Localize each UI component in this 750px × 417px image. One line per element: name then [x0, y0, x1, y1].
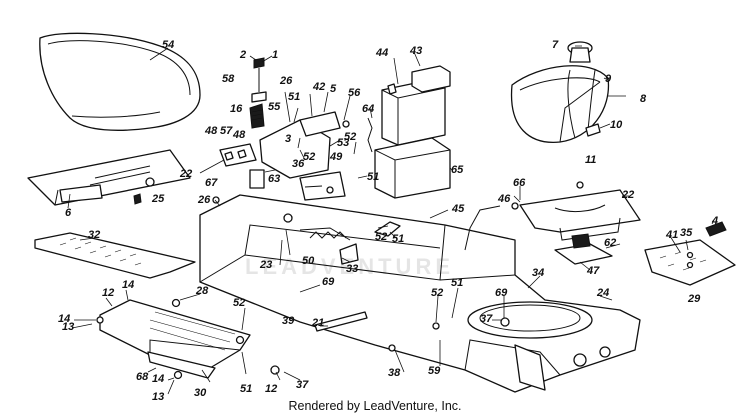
callout-2: 2: [239, 49, 246, 61]
callout-14-lower: 14: [152, 373, 164, 385]
callout-41: 41: [665, 229, 678, 241]
callout-13-lower: 13: [152, 391, 164, 403]
callout-42: 42: [312, 81, 325, 93]
callout-50: 50: [302, 255, 315, 267]
callout-7: 7: [552, 39, 559, 51]
leader-lines: [67, 45, 715, 395]
callout-8: 8: [640, 93, 647, 105]
seat-mounting-plate: [27, 149, 191, 206]
callout-65: 65: [451, 164, 464, 176]
callout-14-mid: 14: [58, 313, 70, 325]
callout-54: 54: [162, 39, 174, 51]
callout-48-left: 48: [204, 125, 218, 137]
callout-51-mid: 51: [367, 171, 379, 183]
callout-52-lower: 52: [233, 297, 245, 309]
callout-64: 64: [362, 103, 374, 115]
callout-11: 11: [585, 154, 596, 166]
callout-3: 3: [285, 133, 291, 145]
callout-36: 36: [292, 158, 305, 170]
callout-46: 46: [497, 193, 511, 205]
callout-63: 63: [268, 173, 280, 185]
callout-35: 35: [680, 227, 693, 239]
pedal-bracket: [554, 233, 613, 265]
callout-69-left: 69: [322, 276, 335, 288]
callout-52-frame: 52: [375, 231, 387, 243]
callout-24: 24: [596, 287, 609, 299]
callout-51-upper: 51: [288, 91, 300, 103]
callout-52-right: 52: [431, 287, 443, 299]
hardware: [96, 57, 694, 380]
watermark: LEADVENTURE: [245, 254, 455, 279]
callout-26-upper: 26: [279, 75, 293, 87]
callout-69-right: 69: [495, 287, 508, 299]
callout-59: 59: [428, 365, 441, 377]
callout-9: 9: [605, 73, 612, 85]
callout-51-lower: 51: [240, 383, 252, 395]
steering-bracket: [219, 103, 346, 201]
callout-22-right: 22: [621, 189, 634, 201]
callout-21: 21: [311, 317, 324, 329]
callout-23: 23: [259, 259, 272, 271]
fuel-shutoff-valve: [585, 123, 601, 137]
callout-39: 39: [282, 315, 295, 327]
callout-6: 6: [65, 207, 72, 219]
callout-1: 1: [272, 49, 278, 61]
callout-10: 10: [610, 119, 623, 131]
right-floor-plate: [519, 189, 641, 241]
callout-labels: 54 58 2 1 16 26 55 51 42 5 56 53 52 48 5…: [58, 39, 718, 403]
callout-26-lower: 26: [197, 194, 211, 206]
callout-33: 33: [346, 263, 358, 275]
callout-56: 56: [348, 87, 361, 99]
callout-66: 66: [513, 177, 526, 189]
callout-4: 4: [711, 215, 718, 227]
footer-credit: Rendered by LeadVenture, Inc.: [288, 399, 462, 413]
callout-22-left: 22: [179, 168, 192, 180]
main-frame: [199, 194, 641, 393]
callout-62: 62: [604, 237, 616, 249]
callout-49: 49: [329, 151, 343, 163]
callout-44: 44: [375, 47, 388, 59]
callout-16: 16: [230, 103, 243, 115]
callout-12-upper: 12: [102, 287, 114, 299]
callout-37-lower: 37: [296, 379, 309, 391]
callout-5: 5: [330, 83, 337, 95]
callout-29: 29: [687, 293, 701, 305]
callout-51-frame: 51: [392, 233, 404, 245]
callout-67: 67: [205, 177, 218, 189]
callout-52-mid: 52: [303, 151, 315, 163]
callout-55: 55: [268, 101, 281, 113]
callout-34: 34: [532, 267, 544, 279]
battery: [381, 65, 451, 146]
callout-14-upper: 14: [122, 279, 134, 291]
callout-58: 58: [222, 73, 235, 85]
callout-53: 53: [337, 137, 349, 149]
callout-12-lower: 12: [265, 383, 277, 395]
callout-57: 57: [220, 125, 233, 137]
callout-43: 43: [409, 45, 422, 57]
callout-13-upper: 13: [62, 321, 74, 333]
battery-hold-down: [367, 117, 373, 153]
seat: [39, 32, 201, 131]
callout-25: 25: [151, 193, 165, 205]
callout-45: 45: [451, 203, 465, 215]
callout-47: 47: [586, 265, 600, 277]
foot-pad: [34, 232, 196, 279]
callout-28: 28: [195, 285, 209, 297]
callout-38: 38: [388, 367, 401, 379]
callout-37-right: 37: [480, 313, 493, 325]
callout-52-bracket: 52: [344, 131, 356, 143]
left-footrest: [99, 299, 251, 379]
callout-48-right: 48: [232, 129, 246, 141]
callout-51-right: 51: [451, 277, 463, 289]
battery-tray: [374, 137, 451, 199]
fuel-tank: [510, 41, 610, 143]
callout-68: 68: [136, 371, 149, 383]
callout-32: 32: [88, 229, 100, 241]
callout-30: 30: [194, 387, 207, 399]
